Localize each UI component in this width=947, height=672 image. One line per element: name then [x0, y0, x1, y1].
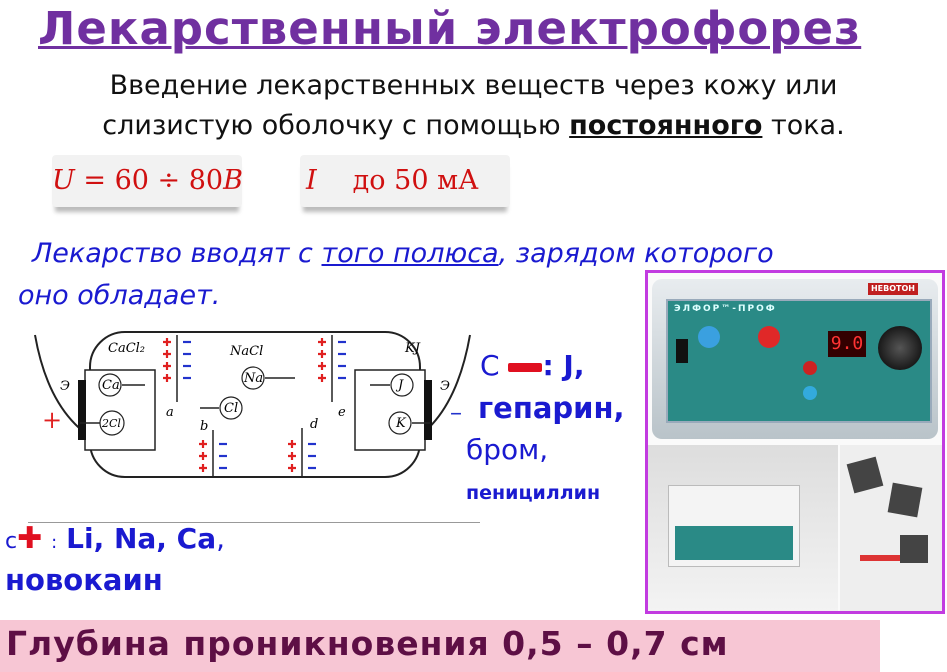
device-knob	[878, 326, 922, 370]
footer-banner: Глубина проникновения 0,5 – 0,7 см	[0, 620, 880, 672]
device-brand-label: НЕВОТОН	[867, 283, 918, 295]
electrode-pad	[846, 456, 884, 494]
device-display: 9.0	[828, 331, 866, 357]
device-model-label: ЭЛФОР™-ПРОФ	[674, 304, 777, 314]
ion-ca: Ca	[102, 378, 120, 393]
device-small-body	[668, 485, 800, 567]
left-electrode	[78, 380, 86, 440]
negative-sign: –	[450, 398, 462, 426]
rule-line-1: Лекарство вводят с того полюса, зарядом …	[32, 238, 774, 269]
membrane-b: b	[200, 419, 208, 434]
label-electrode-left: Э	[60, 379, 70, 394]
rule-line-2: оно обладает.	[18, 280, 221, 311]
start-button	[698, 326, 720, 348]
plus-charge-mark	[163, 338, 171, 346]
device-photos: НЕВОТОН ЭЛФОР™-ПРОФ 9.0	[645, 270, 945, 614]
device-small-panel	[675, 526, 793, 560]
electrode-pad	[887, 482, 923, 518]
plus-charge-mark	[163, 374, 171, 382]
current-symbol: I	[306, 165, 317, 196]
plus-charge-mark	[288, 464, 296, 472]
plus-charge-mark	[318, 338, 326, 346]
plus-icon: ✚	[17, 521, 43, 556]
negative-item-bromine: бром,	[466, 433, 549, 466]
electrode-pad	[900, 535, 928, 563]
negative-prefix: С	[480, 349, 500, 382]
membrane-a: a	[166, 405, 174, 420]
left-pad	[84, 369, 156, 451]
right-pad	[354, 369, 426, 451]
subtitle-line-1: Введение лекарственных веществ через кож…	[109, 70, 838, 101]
ion-circle	[388, 411, 412, 435]
rule-underlined: того полюса	[321, 238, 499, 269]
label-electrode-right: Э	[440, 379, 450, 394]
positive-prefix: с	[5, 529, 18, 554]
power-switch	[676, 339, 688, 363]
subtitle-line-2: слизистую оболочку с помощью постоянного…	[0, 110, 947, 141]
rule-text: Лекарство вводят с	[32, 238, 322, 269]
plus-charge-mark	[288, 452, 296, 460]
subtitle-text-end: тока.	[762, 110, 845, 141]
right-electrode	[424, 380, 432, 440]
plus-charge-mark	[199, 452, 207, 460]
membrane-d: d	[310, 417, 318, 432]
ion-2cl: 2Cl	[101, 417, 121, 430]
negative-items: : J,	[542, 349, 585, 382]
ion-k: K	[395, 416, 407, 431]
stop-button	[758, 326, 780, 348]
negative-pole-line: С : J,	[480, 348, 584, 384]
positive-comma: ,	[216, 522, 226, 555]
rule-text-end: , зарядом которого	[498, 238, 774, 269]
electrophoresis-diagram: CaCl₂ NaCl KJ Э Э + – Ca 2Cl Na Cl J K a…	[34, 331, 471, 478]
current-value: до 50 мА	[352, 165, 479, 196]
subtitle-text: слизистую оболочку с помощью	[102, 110, 570, 141]
subtitle-emphasis: постоянного	[569, 110, 763, 141]
label-kj: KJ	[404, 341, 421, 356]
voltage-unit: B	[223, 165, 243, 196]
plus-charge-mark	[163, 350, 171, 358]
minus-icon	[508, 362, 543, 372]
voltage-formula: U = 60 ÷ 80B	[52, 155, 243, 207]
ion-na: Na	[243, 371, 263, 386]
label-cacl2: CaCl₂	[108, 341, 145, 356]
device-photo-main: НЕВОТОН ЭЛФОР™-ПРОФ 9.0	[652, 279, 938, 439]
ion-circle	[98, 373, 122, 397]
positive-items: Li, Na, Ca	[66, 522, 217, 555]
blue-terminal	[803, 386, 817, 400]
plus-charge-mark	[318, 350, 326, 358]
plus-charge-mark	[163, 362, 171, 370]
plus-charge-mark	[288, 440, 296, 448]
page-title: Лекарственный электрофорез	[38, 2, 862, 55]
negative-item-heparin: гепарин,	[478, 391, 625, 425]
positive-pole-line: с✚ : Li, Na, Ca,	[5, 520, 225, 562]
plus-charge-mark	[199, 464, 207, 472]
voltage-symbol: U	[52, 165, 75, 196]
label-nacl: NaCl	[229, 344, 263, 359]
ion-circle	[241, 366, 265, 390]
positive-sign: +	[42, 406, 62, 434]
device-panel: ЭЛФОР™-ПРОФ 9.0	[666, 299, 932, 423]
penetration-depth: Глубина проникновения 0,5 – 0,7 см	[6, 624, 729, 663]
positive-item-novocaine: новокаин	[5, 563, 163, 597]
ion-j: J	[395, 378, 404, 393]
ion-cl: Cl	[224, 401, 238, 416]
negative-item-penicillin: пенициллин	[466, 482, 601, 504]
ion-circle	[390, 373, 414, 397]
divider	[28, 522, 480, 523]
membrane-e: e	[338, 405, 346, 420]
red-terminal	[803, 361, 817, 375]
plus-charge-mark	[318, 362, 326, 370]
device-photo-small	[648, 445, 838, 611]
plus-charge-mark	[318, 374, 326, 382]
electrode-clip	[860, 555, 900, 561]
positive-colon: :	[51, 532, 58, 553]
voltage-value: = 60 ÷ 80	[83, 165, 224, 196]
electrodes-photo	[840, 445, 942, 611]
plus-charge-mark	[199, 440, 207, 448]
ion-circle	[219, 396, 243, 420]
